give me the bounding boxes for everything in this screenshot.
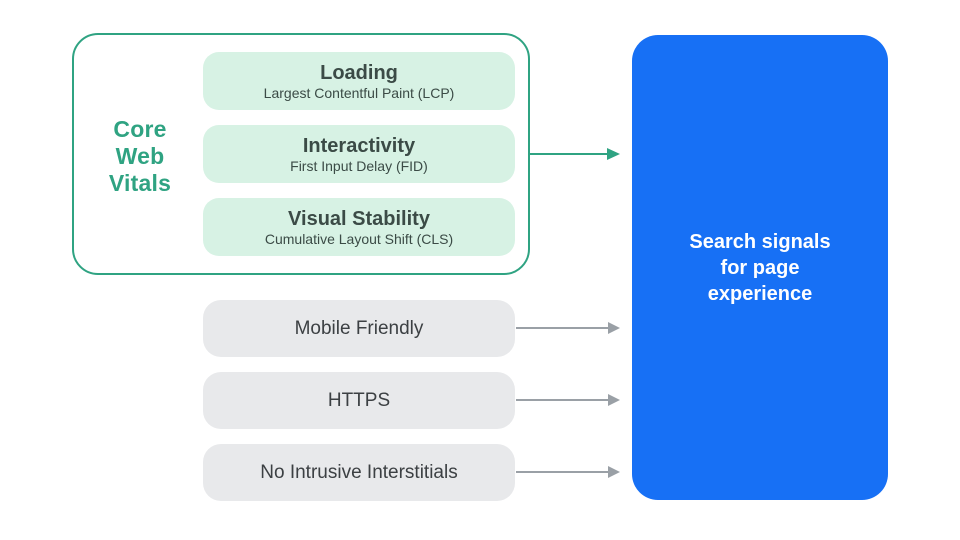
- vital-title-interactivity: Interactivity: [302, 134, 416, 157]
- no-intrusive-interstitials-arrow: [516, 465, 620, 479]
- vital-box-interactivity: Interactivity First Input Delay (FID): [203, 125, 515, 183]
- core-web-vitals-arrow: [530, 147, 620, 161]
- arrow-head-icon: [608, 394, 620, 406]
- vital-subtitle-cls: Cumulative Layout Shift (CLS): [264, 230, 454, 247]
- signal-box-mobile-friendly: Mobile Friendly: [203, 300, 515, 357]
- signal-label-mobile-friendly: Mobile Friendly: [294, 317, 424, 339]
- arrow-head-icon: [608, 322, 620, 334]
- vital-subtitle-fid: First Input Delay (FID): [290, 157, 428, 174]
- signal-box-no-intrusive-interstitials: No Intrusive Interstitials: [203, 444, 515, 501]
- mobile-friendly-arrow: [516, 321, 620, 335]
- arrow-line: [516, 327, 608, 329]
- arrow-head-icon: [607, 148, 620, 160]
- vital-title-loading: Loading: [320, 61, 398, 84]
- arrow-line: [516, 471, 608, 473]
- vital-box-loading: Loading Largest Contentful Paint (LCP): [203, 52, 515, 110]
- signal-label-https: HTTPS: [327, 389, 391, 411]
- vital-title-visual-stability: Visual Stability: [288, 207, 430, 230]
- search-signals-box: Search signals for page experience: [632, 35, 888, 500]
- arrow-line: [516, 399, 608, 401]
- signal-label-no-intrusive-interstitials: No Intrusive Interstitials: [260, 461, 458, 483]
- https-arrow: [516, 393, 620, 407]
- core-web-vitals-label: Core Web Vitals: [108, 116, 172, 196]
- signal-box-https: HTTPS: [203, 372, 515, 429]
- arrow-line: [530, 152, 607, 156]
- vital-subtitle-lcp: Largest Contentful Paint (LCP): [263, 84, 455, 101]
- arrow-head-icon: [608, 466, 620, 478]
- vital-box-visual-stability: Visual Stability Cumulative Layout Shift…: [203, 198, 515, 256]
- search-signals-label: Search signals for page experience: [689, 230, 831, 305]
